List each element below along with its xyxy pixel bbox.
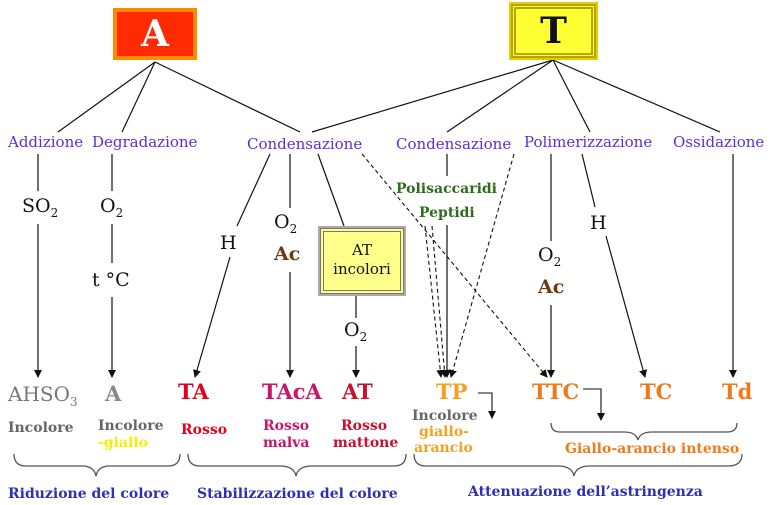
process-polimerizzazione: Polimerizzazione bbox=[524, 133, 653, 151]
reagent-h-right: H bbox=[590, 212, 607, 234]
at-box-line1: AT bbox=[351, 241, 373, 259]
desc-ahso3-incolore: Incolore bbox=[8, 420, 74, 436]
group-riduzione: Riduzione del colore bbox=[8, 486, 170, 502]
desc-taca-rosso: Rosso bbox=[263, 418, 310, 434]
desc-tp-giallo: giallo- bbox=[419, 424, 469, 440]
process-ossidazione: Ossidazione bbox=[673, 133, 765, 151]
group-stabilizzazione: Stabilizzazione del colore bbox=[197, 486, 398, 502]
source-a-label: A bbox=[141, 13, 169, 55]
arrow-ttc-desc bbox=[583, 388, 605, 421]
reagent-polisaccaridi: Polisaccaridi bbox=[396, 181, 498, 197]
product-ahso3: AHSO3 bbox=[8, 382, 78, 409]
source-box-a: A bbox=[113, 8, 197, 60]
at-incolori-box: AT incolori bbox=[320, 228, 404, 294]
reagent-so2: SO2 bbox=[22, 195, 59, 220]
group-attenuazione: Attenuazione dell’astringenza bbox=[468, 484, 703, 500]
line-t-polimerizzazione bbox=[552, 59, 591, 133]
desc-taca-malva: malva bbox=[263, 435, 310, 451]
product-ttc: TTC bbox=[532, 379, 580, 404]
dashed-arrow-polimerizzazione-tp bbox=[449, 153, 515, 378]
process-degradazione: Degradazione bbox=[92, 133, 198, 151]
brace-riduzione bbox=[13, 453, 181, 477]
reagent-o2-polimerizzazione: O2 bbox=[538, 244, 562, 269]
desc-at-mattone: mattone bbox=[333, 435, 399, 451]
product-ta: TA bbox=[178, 379, 209, 404]
desc-giallo-arancio-intenso: Giallo-arancio intenso bbox=[565, 441, 740, 457]
line-a-condensazione bbox=[154, 61, 301, 133]
line-t-condensazione-t bbox=[446, 59, 554, 133]
line-a-addizione bbox=[57, 61, 156, 133]
dashed-arrow-polisaccaridi-tp bbox=[424, 225, 445, 378]
reagent-temperature: t °C bbox=[92, 269, 130, 291]
brace-giallo-arancio bbox=[550, 422, 738, 441]
reagent-ac-condensazione: Ac bbox=[274, 243, 301, 265]
arrow-tp-desc bbox=[478, 392, 496, 419]
product-a: A bbox=[105, 381, 122, 406]
product-td: Td bbox=[722, 379, 753, 404]
reagent-o2-condensazione: O2 bbox=[274, 211, 298, 236]
source-box-t: T bbox=[511, 4, 596, 58]
dashed-arrow-peptidi-tp bbox=[431, 225, 449, 378]
desc-at-rosso: Rosso bbox=[341, 418, 388, 434]
reagent-h-left: H bbox=[220, 232, 237, 254]
reagent-o2-at: O2 bbox=[344, 319, 368, 344]
desc-tp-incolore: Incolore bbox=[412, 408, 478, 424]
line-a-degradazione bbox=[121, 61, 156, 133]
line-t-ossidazione bbox=[552, 59, 721, 133]
product-taca: TAcA bbox=[262, 379, 322, 404]
product-at: AT bbox=[342, 379, 373, 404]
product-tc: TC bbox=[640, 379, 673, 404]
product-tp: TP bbox=[436, 379, 468, 404]
source-t-label: T bbox=[540, 10, 567, 52]
arrow-to-tc bbox=[605, 235, 647, 378]
arrow-to-ta bbox=[193, 256, 231, 378]
desc-a-incolore: Incolore bbox=[98, 418, 164, 434]
process-condensazione-a: Condensazione bbox=[247, 135, 363, 153]
line-t-condensazione-a bbox=[311, 59, 554, 133]
desc-a-giallo: -giallo bbox=[98, 435, 148, 451]
desc-tp-arancio: arancio bbox=[414, 440, 473, 456]
reagent-o2-degradazione: O2 bbox=[100, 195, 124, 220]
process-condensazione-t: Condensazione bbox=[396, 135, 512, 153]
process-addizione: Addizione bbox=[8, 133, 84, 151]
reagent-peptidi: Peptidi bbox=[419, 205, 475, 221]
reagent-ac-polimerizzazione: Ac bbox=[538, 276, 565, 298]
dashed-arrow-condensazione-ttc bbox=[361, 153, 548, 378]
brace-stabilizzazione bbox=[187, 453, 407, 477]
desc-ta-rosso: Rosso bbox=[181, 422, 228, 438]
at-box-line2: incolori bbox=[333, 260, 391, 278]
brace-attenuazione bbox=[413, 453, 743, 477]
